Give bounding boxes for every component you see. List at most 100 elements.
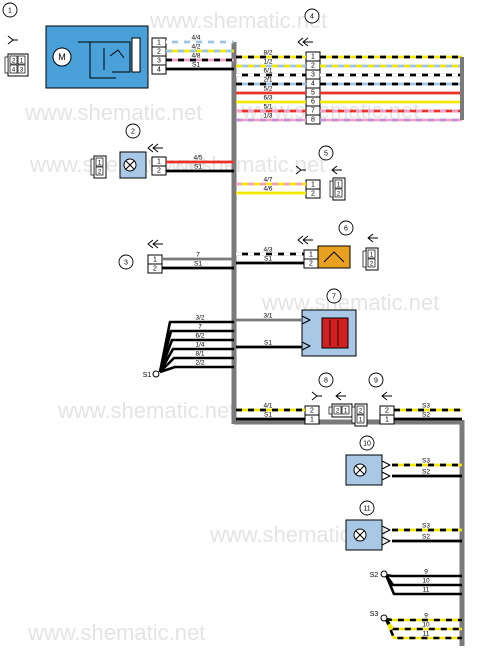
wire-s1-3-label: 6/2 — [195, 333, 204, 340]
wire-c1-4-label: S1 — [192, 62, 200, 69]
wire-c9-2-label: S3 — [422, 403, 430, 410]
c8-number — [318, 372, 334, 388]
wire-s2-2-label: 10 — [422, 578, 430, 585]
c2-number-text: 2 — [131, 129, 135, 136]
c1-motor-m: M — [58, 52, 66, 62]
wire-c3-2-label: S1 — [194, 261, 202, 268]
s2-label: S2 — [370, 572, 379, 579]
wire-c3-1-label: 7 — [196, 252, 200, 259]
c7-number — [326, 288, 342, 304]
c4-pin-6-text: 6 — [311, 99, 315, 106]
c6-plug-pin: 2 — [370, 262, 374, 268]
c2-lamp-x2 — [125, 160, 135, 170]
c10-pin-b — [381, 471, 391, 481]
c3-number-text: 3 — [124, 260, 128, 267]
c4-pin-7-text: 7 — [311, 108, 315, 115]
c1-pin-3-text: 3 — [157, 58, 161, 65]
wire-c4-5-label: 5/2 — [263, 86, 272, 93]
c11-pin-b — [381, 536, 391, 546]
c1-number-text: 1 — [8, 8, 12, 15]
c2-plug-cell — [95, 157, 104, 167]
wire-c4-8-label: 1/3 — [263, 113, 272, 120]
wire-c5-1-label: 4/7 — [263, 177, 272, 184]
wire-s2-1-label: 9 — [424, 569, 428, 576]
c2-plug-cell — [95, 166, 104, 176]
c8-pin-2-text: 2 — [310, 408, 314, 415]
wire-c2-1-label: 4/5 — [193, 155, 202, 162]
wire-s3-3-label: 11 — [423, 631, 430, 638]
wire-c8-1-label: S1 — [264, 412, 272, 419]
c4-pin-2-text: 2 — [311, 63, 315, 70]
c1-plug-pin: 3 — [20, 68, 24, 74]
c6-fork-a — [297, 235, 304, 245]
wire-c4-6-label: 6/3 — [263, 95, 272, 102]
c1-pin-2-text: 2 — [157, 49, 161, 56]
wire-c1-1-label: 4/4 — [191, 35, 200, 42]
c1-plug-latch — [4, 56, 9, 74]
c9-plug-latch — [351, 406, 356, 424]
c6-plug-cell — [367, 249, 376, 259]
c1-plug-cell — [17, 64, 26, 74]
c9-pin-2-text: 2 — [385, 408, 389, 415]
wire-s1-2 — [158, 329, 234, 373]
c2-plug-pin: 2 — [98, 170, 102, 176]
wire-c4-3-label: 6/1 — [263, 68, 272, 75]
c6-number-text: 6 — [344, 226, 348, 233]
c4-pin-1-text: 1 — [311, 54, 315, 61]
c7-element — [321, 317, 349, 349]
c4-pin-5-text: 5 — [311, 90, 315, 97]
c11-number — [359, 500, 375, 516]
c1-plug-cell — [17, 55, 26, 65]
c7-pin-a — [301, 315, 311, 325]
c6-plug-cell — [367, 258, 376, 268]
c1-plug-pin: 1 — [20, 59, 24, 65]
c5-fork — [295, 165, 302, 175]
c10-lamp-x2 — [355, 465, 365, 475]
wire-c2-2-label: S1 — [194, 164, 202, 171]
c1-pin-1-text: 1 — [157, 40, 161, 47]
wire-s3-1-stripe — [385, 617, 462, 622]
c8-pin-1-text: 1 — [310, 417, 314, 424]
c8-fork — [311, 391, 318, 401]
c1-fork — [7, 35, 14, 45]
c10-number-text: 10 — [363, 441, 371, 448]
c2-plug-latch — [90, 158, 95, 176]
wire-s2-3-label: 11 — [423, 587, 430, 594]
c9-plug-cell — [356, 405, 365, 415]
wire-s1-5-label: 8/1 — [195, 351, 204, 358]
c9-number — [368, 372, 384, 388]
wire-s1-2-label: 7 — [198, 324, 202, 331]
wire-s3-3-stripe — [384, 618, 462, 640]
s2-node — [380, 570, 388, 578]
wire-s1-3 — [158, 338, 234, 373]
s1-label: S1 — [143, 372, 152, 379]
c5-pin-1-text: 1 — [311, 182, 315, 189]
wire-s2-1 — [385, 573, 462, 578]
wire-c1-3-label: 4/8 — [191, 53, 200, 60]
c1-pin-4-text: 4 — [157, 67, 161, 74]
wire-s1-6-label: 2/2 — [195, 360, 204, 367]
c1-motor — [52, 47, 72, 67]
c4-number — [304, 8, 320, 24]
s3-node — [380, 614, 388, 622]
wire-c10-2-label: S2 — [422, 469, 430, 476]
c1-number — [2, 2, 18, 18]
c5-plug-cell — [334, 188, 343, 198]
c9-plug-cell — [356, 414, 365, 424]
wire-c7-1-label: 3/1 — [263, 313, 272, 320]
c1-switch — [109, 49, 125, 59]
c1-plug-pin: 2 — [12, 59, 16, 65]
c9-pin-1-text: 1 — [385, 417, 389, 424]
c11-number-text: 11 — [363, 506, 370, 513]
c5-pin-2-text: 2 — [311, 191, 315, 198]
c4-pin-8-text: 8 — [311, 117, 315, 124]
c8-plug-pin: 1 — [344, 409, 348, 415]
wire-s1-4-label: 1/4 — [195, 342, 204, 349]
c5-plug-cell — [334, 179, 343, 189]
c3-number — [118, 254, 134, 270]
c6-plug-latch — [362, 250, 367, 268]
wire-s1-5 — [159, 356, 234, 373]
c5-number — [318, 145, 334, 161]
wire-s2-3 — [384, 574, 462, 596]
